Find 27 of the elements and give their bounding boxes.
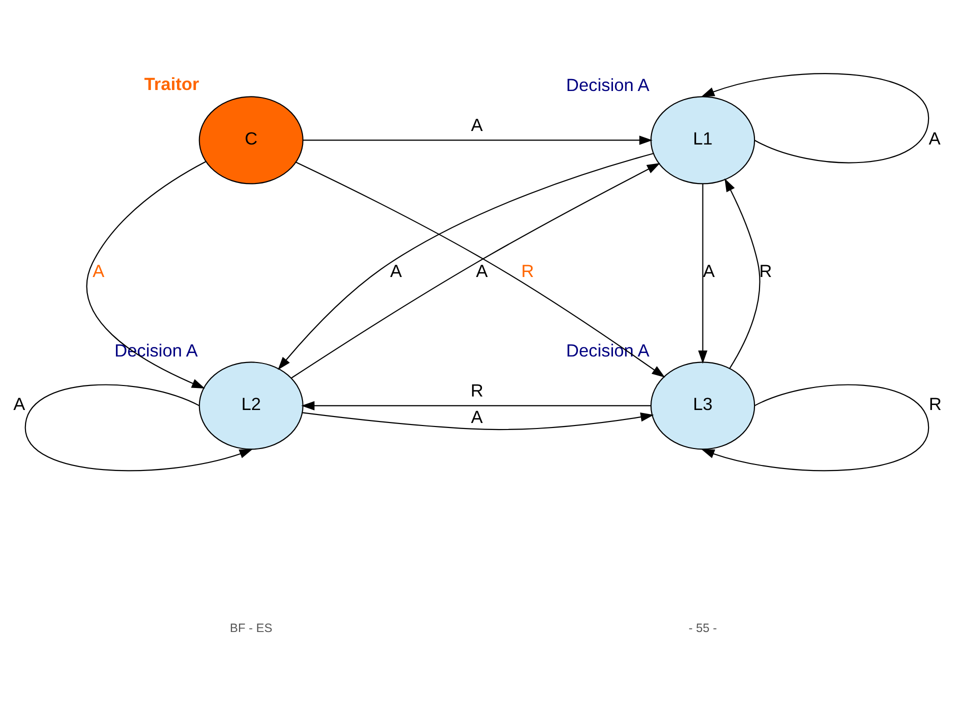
edge-label: A: [92, 260, 104, 281]
edge-label: A: [471, 114, 483, 135]
arrow: [698, 183, 708, 364]
edge-label: R: [521, 260, 534, 281]
arrow: [86, 160, 206, 388]
node-ellipse: L1: [650, 96, 756, 184]
edge-label: A: [928, 128, 941, 148]
arrow: [302, 135, 653, 144]
edge-label: R: [470, 380, 484, 400]
edge-label: A: [471, 406, 483, 427]
edge-label: A: [476, 260, 488, 281]
node-label: Traitor: [144, 73, 200, 94]
arrow: [24, 384, 253, 471]
node-ellipse: C: [198, 96, 304, 184]
arrow: [701, 72, 930, 163]
edge-label: R: [759, 260, 772, 281]
edge-label: A: [13, 393, 26, 414]
label: BF - ES: [230, 620, 272, 634]
edge-label: A: [390, 260, 402, 281]
arrow: [302, 412, 654, 430]
arrow: [301, 400, 651, 410]
arrow: [701, 384, 930, 471]
arrow: [724, 178, 760, 368]
label: - 55 -: [688, 620, 717, 634]
node-ellipse: L2: [198, 361, 304, 450]
node-label: Decision A: [566, 74, 650, 94]
edge-label: R: [928, 393, 942, 414]
